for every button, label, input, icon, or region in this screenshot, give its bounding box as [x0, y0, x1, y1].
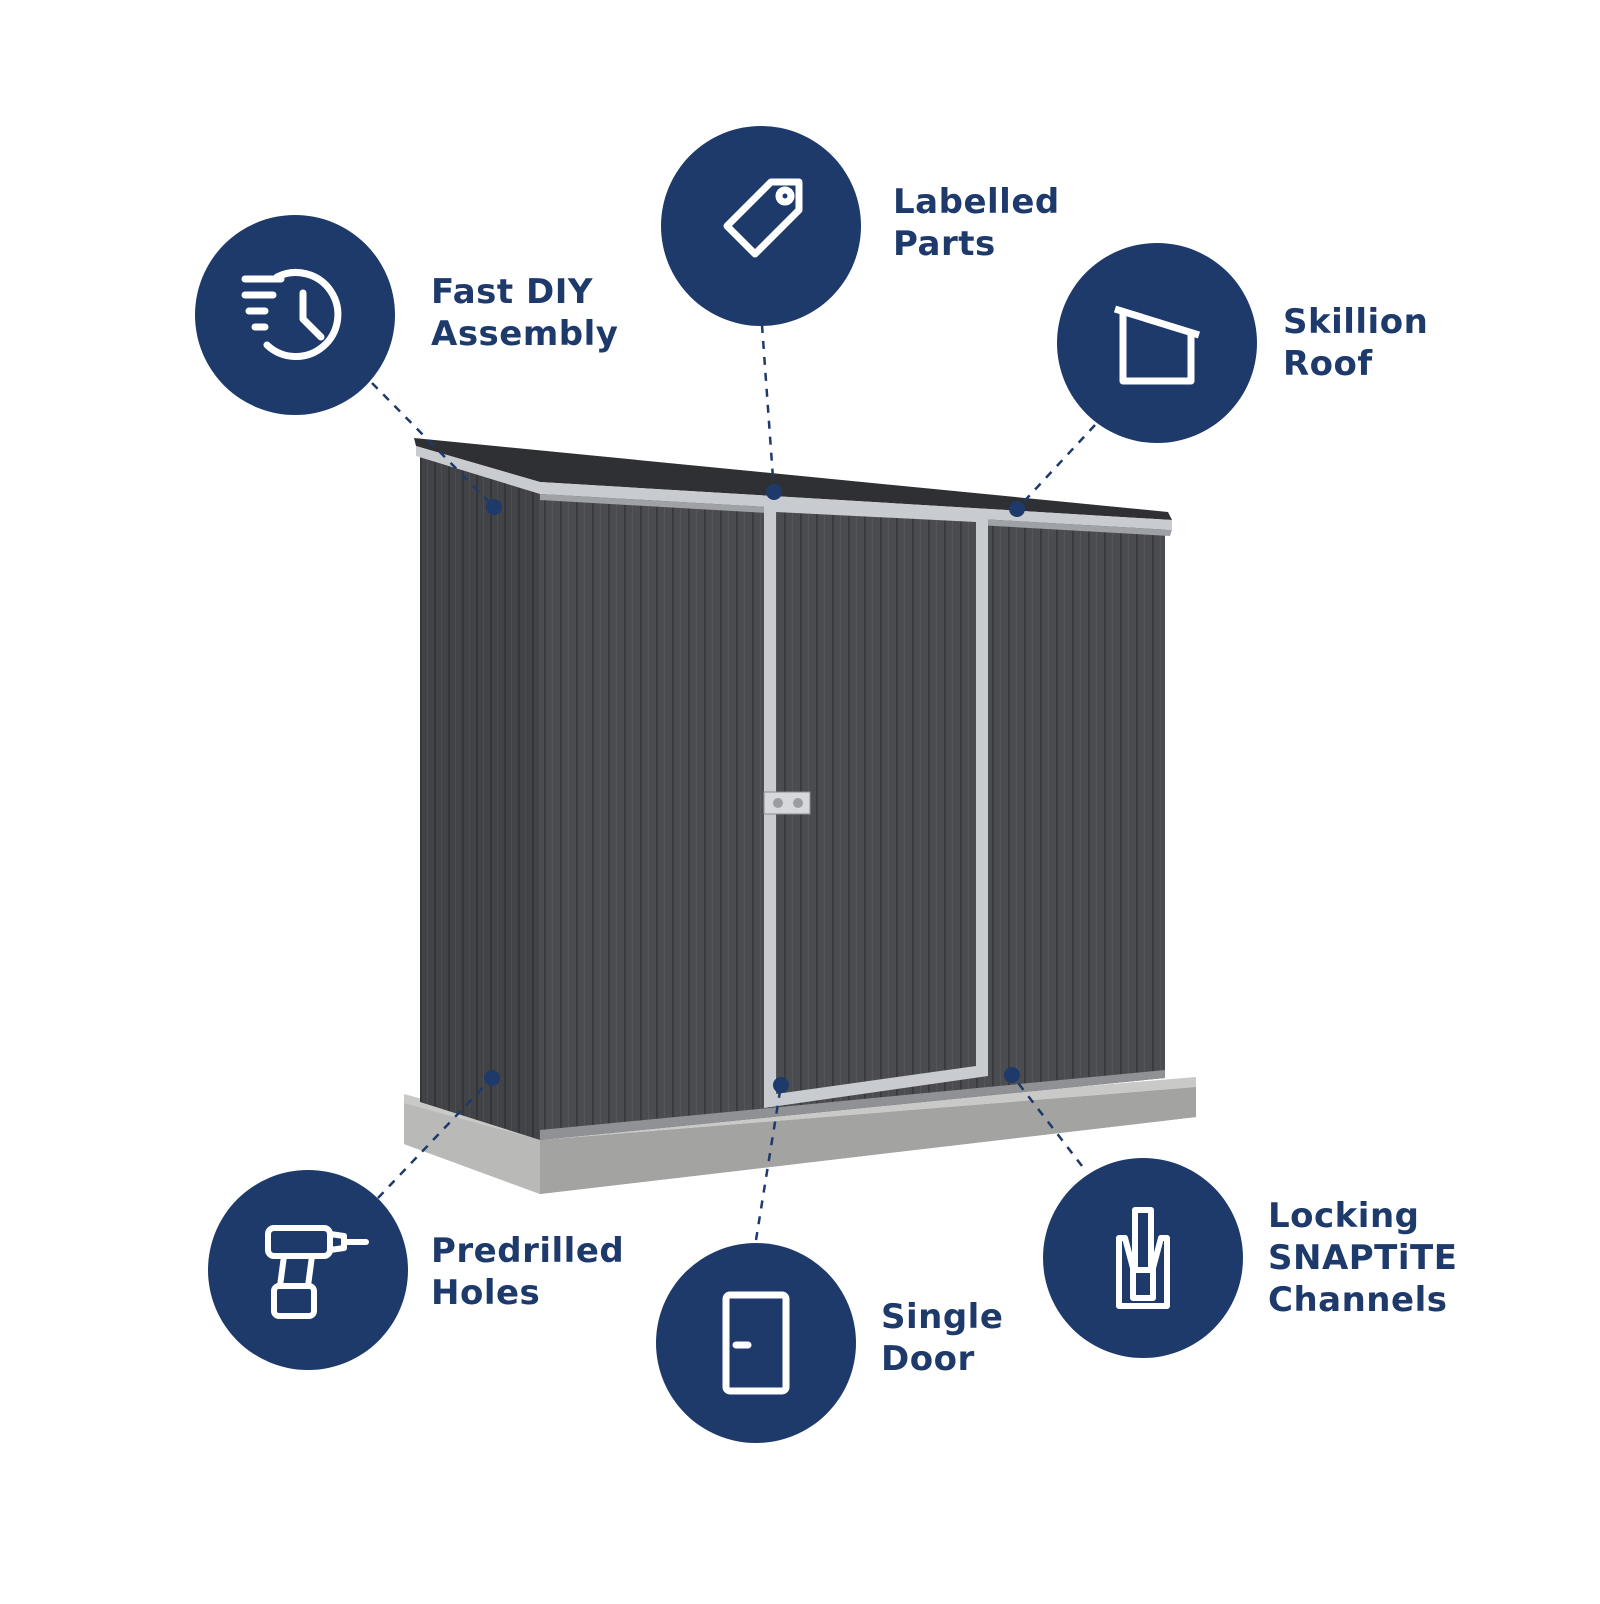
feature-fast-diy-assembly	[195, 215, 395, 415]
concrete-slab	[404, 1077, 1196, 1194]
feature-circles	[195, 126, 1257, 1443]
label-line: Parts	[893, 224, 996, 264]
door-latch	[763, 791, 811, 815]
label-line: Skillion	[1283, 302, 1429, 342]
label-labelled-parts: Labelled Parts	[893, 181, 1060, 265]
callout-line-labelled-parts	[760, 324, 776, 493]
label-line: Roof	[1283, 344, 1373, 384]
label-line: Fast DIY	[431, 272, 593, 312]
callout-line-locking-snaptite-channels	[1011, 1074, 1083, 1167]
drill-icon	[265, 1225, 369, 1319]
label-line: SNAPTiTE	[1268, 1238, 1458, 1278]
label-fast-diy-assembly: Fast DIY Assembly	[431, 271, 618, 355]
label-line: Single	[881, 1297, 1004, 1337]
feature-single-door	[656, 1243, 856, 1443]
skillion-roof-icon	[1113, 305, 1201, 385]
label-line: Channels	[1268, 1280, 1448, 1320]
label-skillion-roof: Skillion Roof	[1283, 301, 1428, 385]
callout-line-predrilled-holes	[377, 1077, 493, 1199]
shed-roof	[414, 438, 1172, 520]
feature-circle	[1057, 243, 1257, 443]
callout-line-skillion-roof	[1016, 424, 1096, 510]
label-locking-snaptite-channels: Locking SNAPTiTE Channels	[1268, 1195, 1457, 1321]
callout-dot-locking-snaptite-channels	[1004, 1067, 1020, 1083]
callout-dot-single-door	[773, 1077, 789, 1093]
feature-circle	[195, 215, 395, 415]
shed-side-wall	[420, 452, 540, 1140]
callout-line-fast-diy-assembly	[371, 382, 495, 508]
channel-icon	[1116, 1207, 1170, 1309]
callout-dot-fast-diy-assembly	[486, 499, 502, 515]
callout-dot-predrilled-holes	[484, 1070, 500, 1086]
door-icon	[722, 1291, 790, 1395]
label-line: Predrilled	[431, 1231, 625, 1271]
shed	[414, 438, 1172, 1140]
callout-lines	[371, 324, 1096, 1241]
feature-circle	[656, 1243, 856, 1443]
label-line: Locking	[1268, 1196, 1420, 1236]
label-line: Door	[881, 1339, 975, 1379]
label-line: Assembly	[431, 314, 619, 354]
feature-labelled-parts	[661, 126, 861, 326]
callout-dot-labelled-parts	[766, 484, 782, 500]
feature-skillion-roof	[1057, 243, 1257, 443]
feature-locking-snaptite-channels	[1043, 1158, 1243, 1358]
label-line: Holes	[431, 1273, 541, 1313]
feature-circle	[1043, 1158, 1243, 1358]
feature-predrilled-holes	[208, 1170, 408, 1370]
shed-door	[776, 512, 976, 1094]
label-line: Labelled	[893, 182, 1060, 222]
callout-dot-skillion-roof	[1009, 501, 1025, 517]
feature-circle	[661, 126, 861, 326]
fast-clock-icon	[241, 269, 342, 361]
label-single-door: Single Door	[881, 1296, 1003, 1380]
tag-icon	[723, 178, 803, 258]
callout-line-single-door	[754, 1084, 783, 1241]
label-predrilled-holes: Predrilled Holes	[431, 1230, 624, 1314]
